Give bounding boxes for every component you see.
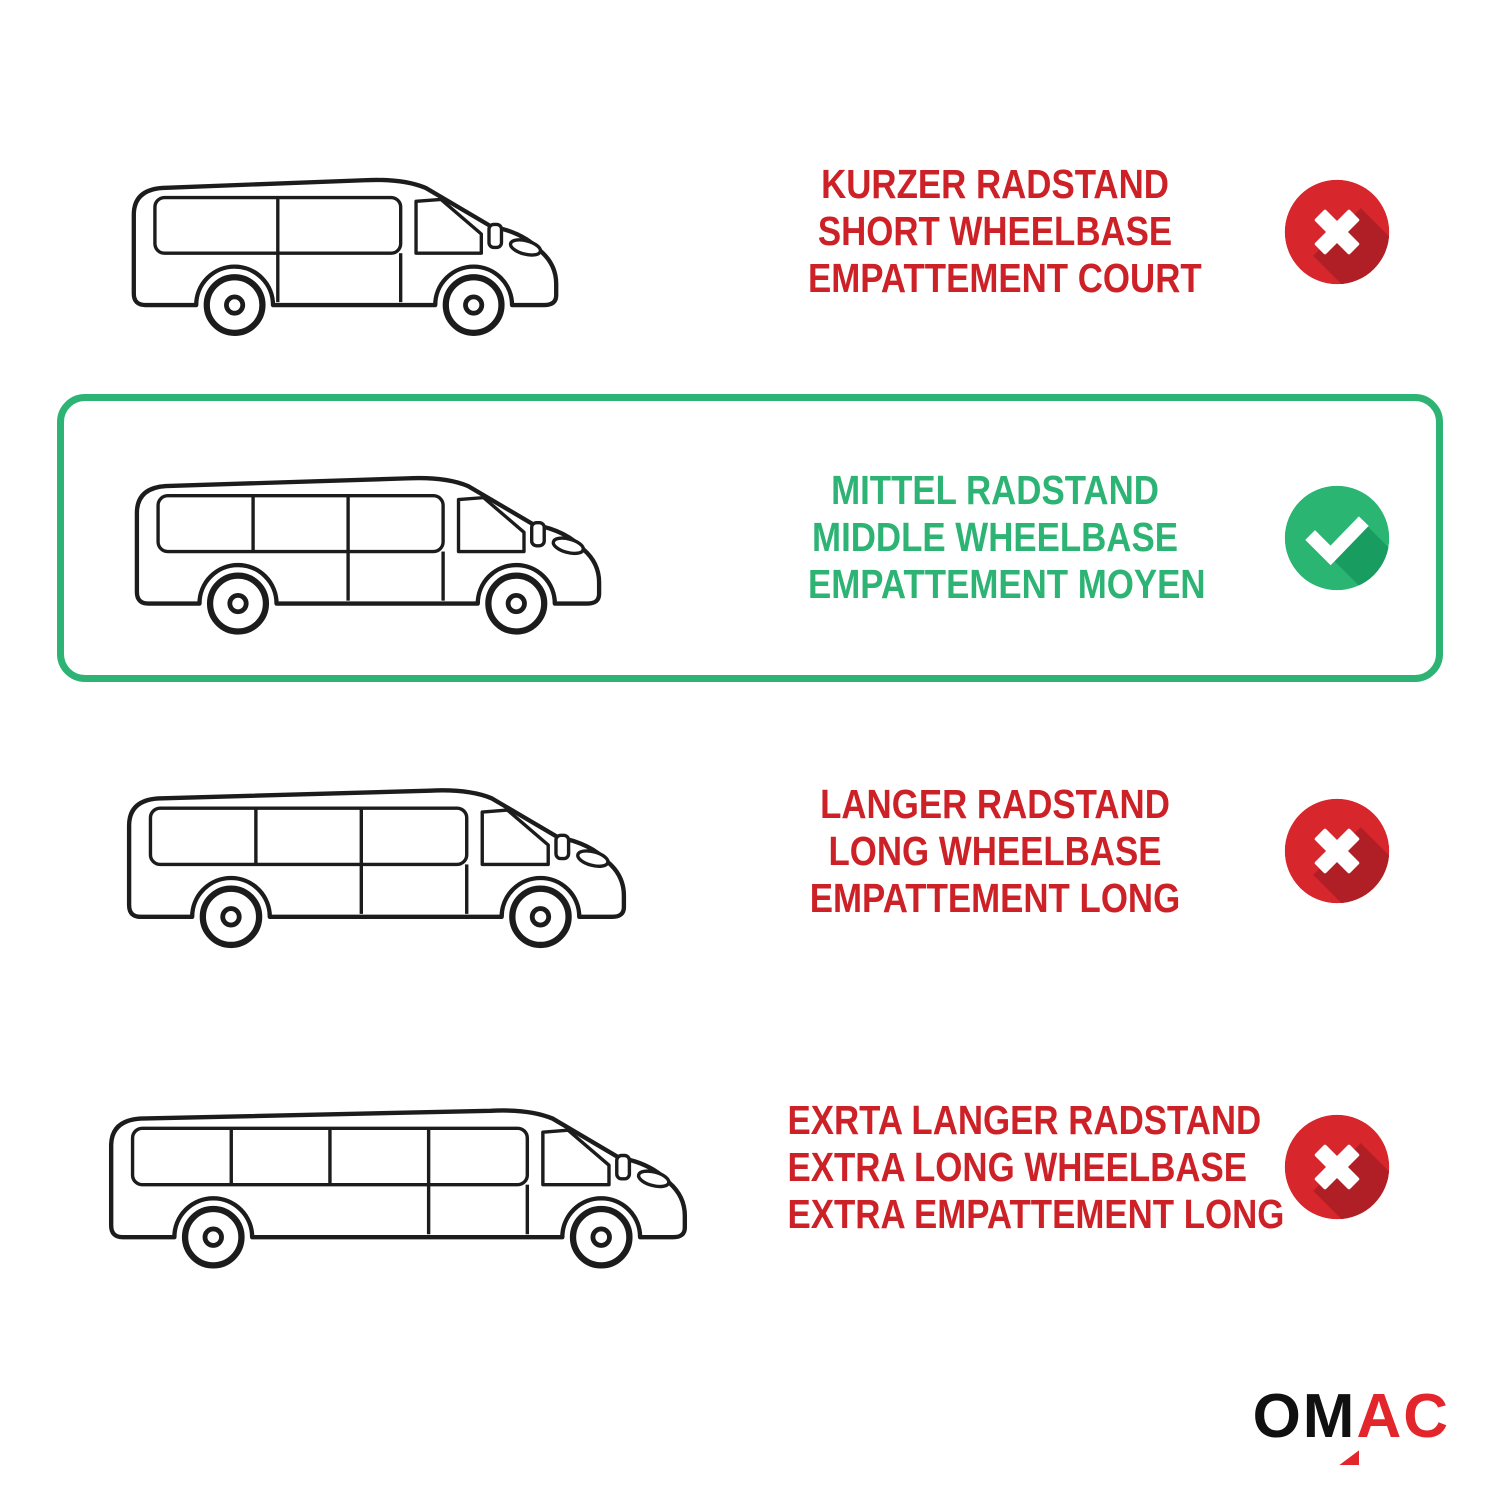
label-line-en: LONG WHEELBASE — [828, 828, 1162, 874]
van-extra-long-wheelbase-illustration — [82, 1068, 714, 1274]
label-line-de: EXRTA LANGER RADSTAND — [787, 1097, 1262, 1143]
label-line-en: SHORT WHEELBASE — [817, 208, 1173, 254]
label-line-de: MITTEL RADSTAND — [831, 467, 1159, 513]
label-line-fr: EMPATTEMENT COURT — [808, 255, 1202, 301]
van-middle-wheelbase-illustration — [108, 436, 628, 640]
logo-text-black: OM — [1252, 1382, 1357, 1451]
omac-logo: OMAC — [1253, 1386, 1450, 1465]
extra-long-wheelbase-label: EXRTA LANGER RADSTAND EXTRA LONG WHEELBA… — [787, 1097, 1285, 1238]
cross-icon — [1284, 1114, 1390, 1220]
label-line-en: MIDDLE WHEELBASE — [812, 514, 1178, 560]
selected-row-highlight-frame — [57, 394, 1443, 682]
logo-triangle-mark — [1339, 1450, 1360, 1465]
short-wheelbase-label: KURZER RADSTAND SHORT WHEELBASE EMPATTEM… — [808, 161, 1202, 302]
cross-icon — [1284, 798, 1390, 904]
logo-text-red: AC — [1356, 1382, 1450, 1451]
middle-wheelbase-label: MITTEL RADSTAND MIDDLE WHEELBASE EMPATTE… — [808, 467, 1206, 608]
van-short-wheelbase-illustration — [105, 138, 585, 342]
label-line-de: KURZER RADSTAND — [821, 161, 1169, 207]
label-line-de: LANGER RADSTAND — [820, 781, 1170, 827]
check-icon — [1284, 485, 1390, 591]
cross-icon — [1284, 179, 1390, 285]
label-line-fr: EMPATTEMENT LONG — [809, 875, 1181, 921]
van-long-wheelbase-illustration — [100, 748, 653, 954]
label-line-fr: EMPATTEMENT MOYEN — [808, 561, 1206, 607]
label-line-en: EXTRA LONG WHEELBASE — [787, 1144, 1248, 1190]
label-line-fr: EXTRA EMPATTEMENT LONG — [787, 1191, 1285, 1237]
long-wheelbase-label: LANGER RADSTAND LONG WHEELBASE EMPATTEME… — [808, 781, 1182, 922]
